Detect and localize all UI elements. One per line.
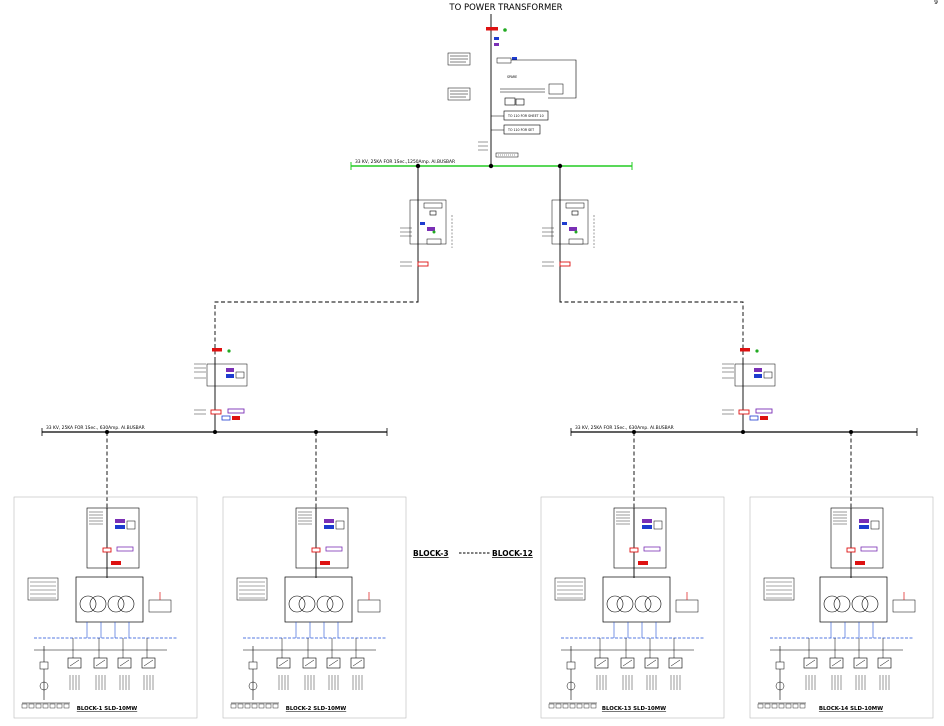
- transformer-winding-icon: [107, 595, 125, 613]
- transformer-winding-icon: [79, 595, 97, 613]
- receiving-panel-right: [722, 348, 776, 432]
- transformer-winding-icon: [823, 595, 841, 613]
- main-busbar: 33 KV, 25KA FOR 1Sec.,1250Amp. Al.BUSBAR: [350, 159, 633, 170]
- right-busbar: 33 KV, 25KA FOR 1Sec., 630Amp. Al.BUSBAR: [570, 425, 918, 436]
- incomer-note-spare: SPARE: [507, 75, 517, 79]
- block-caption: BLOCK-2 SLD-10MW: [286, 706, 346, 712]
- block-panel: [830, 507, 884, 569]
- outgoing-feeder-left: [400, 166, 453, 300]
- meter-box-spare: [503, 110, 549, 121]
- cable-route-right: [559, 300, 744, 360]
- block-panel: [86, 507, 140, 569]
- block-caption: BLOCK-13 SLD-10MW: [602, 706, 666, 712]
- transformer-winding-icon: [634, 595, 652, 613]
- block-frame: [749, 496, 934, 719]
- transformer-winding-icon: [851, 595, 869, 613]
- block-breaker-icon: [311, 547, 321, 553]
- feeder-left-breaker-icon: [417, 261, 429, 267]
- corner-mark: 9: [934, 0, 938, 6]
- block-frame: [222, 496, 407, 719]
- block-group: BLOCK-1 SLD-10MW: [13, 496, 198, 719]
- block-range: BLOCK-3 BLOCK-12: [413, 549, 533, 558]
- block-drops: [106, 432, 852, 508]
- feeder-right-breaker-icon: [559, 261, 571, 267]
- block-caption: BLOCK-1 SLD-10MW: [77, 706, 137, 712]
- block-range-from: BLOCK-3: [413, 549, 449, 558]
- main-busbar-label: 33 KV, 25KA FOR 1Sec.,1250Amp. Al.BUSBAR: [355, 159, 455, 165]
- block-caption: BLOCK-14 SLD-10MW: [819, 706, 883, 712]
- meter-box-set: [503, 124, 541, 135]
- block-range-to: BLOCK-12: [492, 549, 533, 558]
- diagram-title: TO POWER TRANSFORMER: [448, 3, 562, 13]
- transformer-winding-icon: [606, 595, 624, 613]
- transformer-winding-icon: [288, 595, 306, 613]
- meter-box-spare-label: TO 110 FOR SHEET 10: [507, 114, 544, 118]
- block-breaker-icon: [102, 547, 112, 553]
- meter-box-set-label: TO 110 FOR SET: [507, 128, 534, 132]
- block-panel: [613, 507, 667, 569]
- inverter-transformer: [819, 576, 888, 623]
- receiving-panel-left: [194, 348, 248, 432]
- block-group: BLOCK-2 SLD-10MW: [222, 496, 407, 719]
- block-frame: [540, 496, 725, 719]
- block-group: BLOCK-13 SLD-10MW: [540, 496, 725, 719]
- block-frame: [13, 496, 198, 719]
- transformer-winding-icon: [316, 595, 334, 613]
- inverter-transformer: [284, 576, 353, 623]
- left-busbar-label: 33 KV, 25KA FOR 1Sec., 630Amp. Al.BUSBAR: [46, 425, 145, 431]
- outgoing-feeder-right: [542, 166, 595, 300]
- block-breaker-icon: [846, 547, 856, 553]
- block-breaker-icon: [629, 547, 639, 553]
- block-panel: [295, 507, 349, 569]
- inverter-transformer: [602, 576, 671, 623]
- incomer-breaker-icon: [486, 27, 498, 31]
- cable-route-left: [214, 300, 419, 360]
- incomer-feeder: SPARE TO 110 FOR SHEET 10 TO 110 FOR SET: [447, 14, 577, 166]
- block-group: BLOCK-14 SLD-10MW: [749, 496, 934, 719]
- blocks-layer: BLOCK-1 SLD-10MW BLOCK-2 SLD-10MW BLOCK-13…: [13, 496, 934, 719]
- left-busbar: 33 KV, 25KA FOR 1Sec., 630Amp. Al.BUSBAR: [41, 425, 388, 436]
- inverter-transformer: [75, 576, 144, 623]
- right-busbar-label: 33 KV, 25KA FOR 1Sec., 630Amp. Al.BUSBAR: [575, 425, 674, 431]
